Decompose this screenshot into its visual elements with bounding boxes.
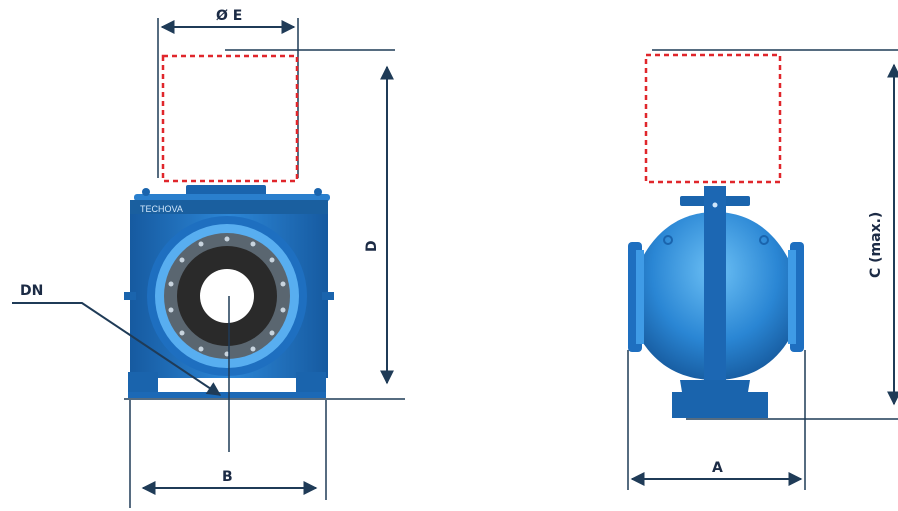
- dim-c-label: C (max.): [868, 212, 884, 278]
- brand-label: TECHOVA: [140, 204, 183, 214]
- front-view: Ø E D TECHOVA: [12, 8, 405, 508]
- dim-dn-leader: [12, 302, 222, 396]
- dim-b-label: B: [222, 469, 233, 485]
- side-view: C (max.) A: [627, 49, 898, 490]
- dim-d-label: D: [364, 240, 380, 252]
- valve-body-side: [628, 186, 804, 418]
- actuator-outline-front: [161, 54, 299, 183]
- dim-dn-label: DN: [20, 283, 43, 299]
- valve-body-front: TECHOVA: [124, 185, 334, 398]
- dim-a-label: A: [712, 460, 723, 476]
- actuator-outline-side: [644, 53, 782, 184]
- dim-e-label: Ø E: [216, 8, 242, 24]
